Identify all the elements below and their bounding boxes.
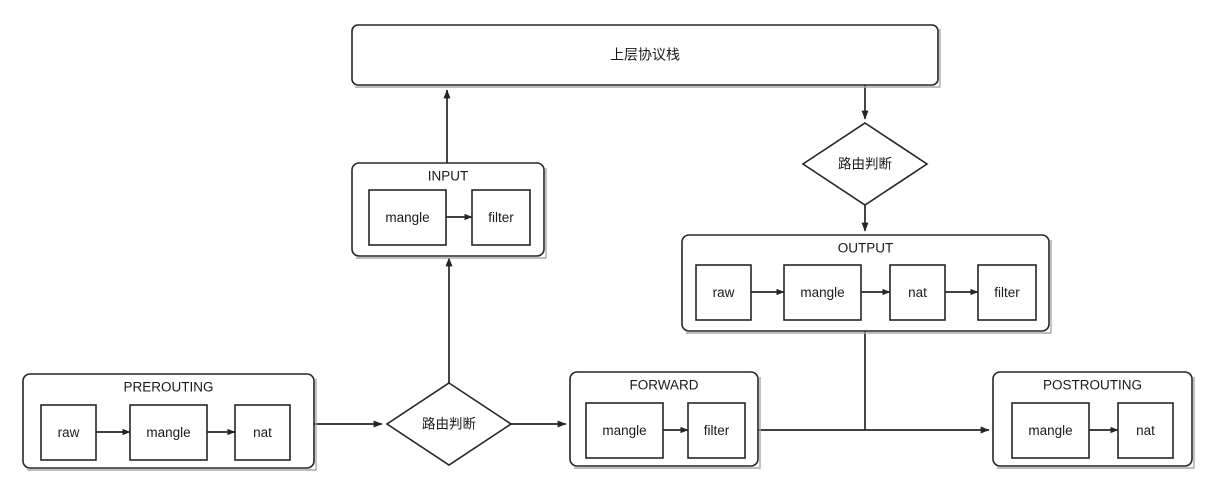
postrouting-chain-shadow <box>997 377 1195 469</box>
prerouting-chain: PREROUTING raw mangle nat <box>22 373 317 471</box>
forward-chain: FORWARD mangle filter <box>569 371 761 469</box>
output-chain-table-raw-label: raw <box>713 285 735 300</box>
routing-decision-top-label: 路由判断 <box>838 157 892 172</box>
prerouting-chain-table-mangle-label: mangle <box>146 425 190 440</box>
prerouting-chain-table-nat-label: nat <box>253 425 272 440</box>
prerouting-chain-table-mangle <box>129 404 208 461</box>
output-chain-frame <box>681 234 1050 332</box>
output-chain-table-raw <box>695 264 752 321</box>
routing-decision-top: 路由判断 <box>801 122 929 206</box>
upper-protocol-stack-box: 上层协议栈 <box>351 24 941 88</box>
forward-chain-table-mangle <box>585 402 664 459</box>
upper-protocol-stack-label: 上层协议栈 <box>610 47 680 63</box>
routing-decision-bottom-label: 路由判断 <box>422 417 476 432</box>
prerouting-chain-table-raw <box>40 404 97 461</box>
forward-chain-title: FORWARD <box>630 378 699 393</box>
postrouting-chain-table-nat <box>1117 402 1174 459</box>
input-chain: INPUT mangle filter <box>351 162 547 259</box>
output-chain-table-filter <box>977 264 1037 321</box>
input-chain-table-mangle-label: mangle <box>385 210 429 225</box>
output-chain: OUTPUT raw mangle nat filter <box>681 234 1052 334</box>
input-chain-table-filter-label: filter <box>488 210 514 225</box>
postrouting-chain-title: POSTROUTING <box>1043 378 1142 393</box>
output-chain-shadow <box>686 240 1052 334</box>
forward-chain-shadow <box>574 377 761 469</box>
output-chain-table-mangle <box>783 264 862 321</box>
forward-chain-table-filter <box>687 402 746 459</box>
connection-lines <box>314 85 990 434</box>
postrouting-chain-table-nat-label: nat <box>1136 423 1155 438</box>
output-chain-table-nat-label: nat <box>908 285 927 300</box>
prerouting-chain-title: PREROUTING <box>123 380 213 395</box>
output-chain-table-filter-label: filter <box>994 285 1020 300</box>
upper-protocol-stack-frame <box>351 24 939 86</box>
output-chain-table-mangle-label: mangle <box>800 285 844 300</box>
forward-chain-table-filter-label: filter <box>704 423 730 438</box>
routing-decision-bottom: 路由判断 <box>385 382 513 466</box>
forward-chain-table-mangle-label: mangle <box>602 423 646 438</box>
routing-decision-bottom-shape <box>385 382 513 466</box>
input-chain-title: INPUT <box>428 169 469 184</box>
postrouting-chain: POSTROUTING mangle nat <box>992 371 1195 469</box>
output-chain-title: OUTPUT <box>838 241 894 256</box>
prerouting-chain-shadow <box>27 379 317 471</box>
prerouting-chain-table-raw-label: raw <box>58 425 80 440</box>
upper-protocol-stack-shadow <box>355 29 941 88</box>
input-chain-shadow <box>356 168 547 259</box>
routing-decision-top-shape <box>801 122 929 206</box>
postrouting-chain-table-mangle-label: mangle <box>1028 423 1072 438</box>
